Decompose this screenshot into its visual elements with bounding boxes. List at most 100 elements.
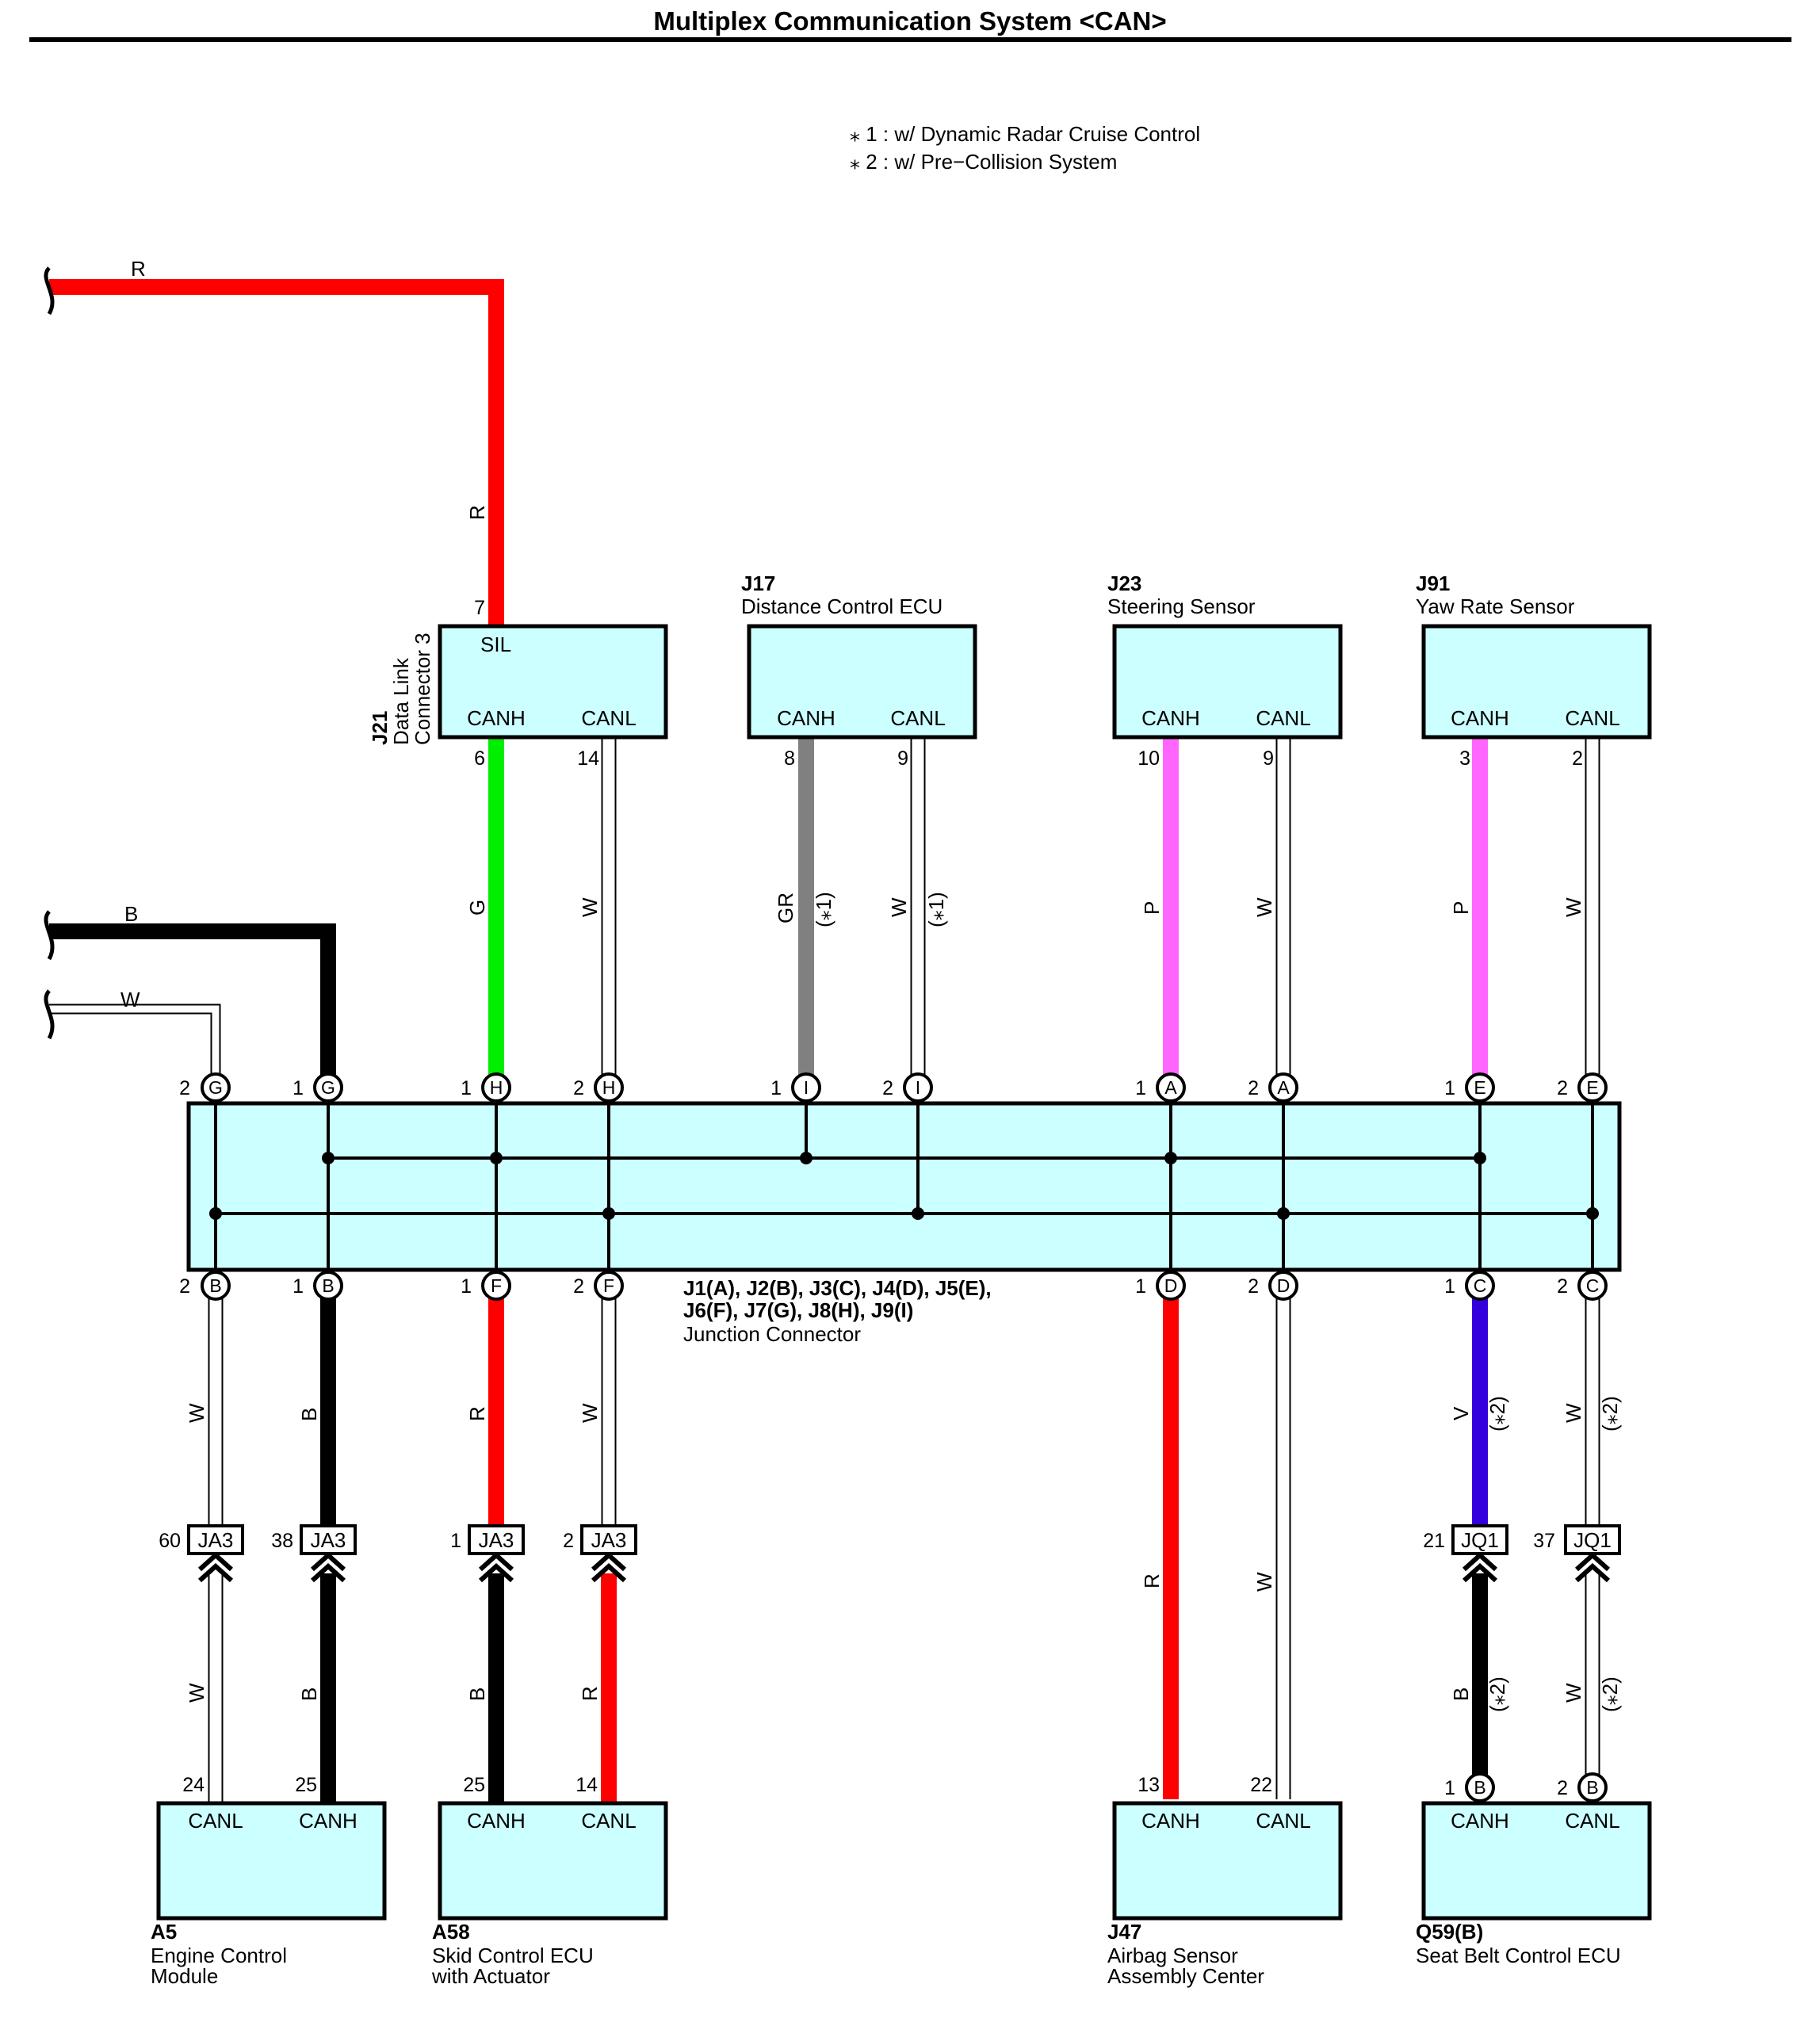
svg-text:2: 2 — [573, 1275, 584, 1298]
wire-r-top — [49, 279, 504, 626]
bottom-node-d1: D1 — [1135, 1271, 1186, 1301]
svg-text:1: 1 — [770, 1077, 782, 1099]
svg-text:C: C — [1586, 1275, 1600, 1296]
svg-text:2: 2 — [563, 1530, 574, 1552]
svg-text:21: 21 — [1423, 1530, 1445, 1552]
j47-pin-canh: 13 — [1138, 1774, 1160, 1796]
j47-box — [1112, 1801, 1343, 1921]
j47-name-line2: Assembly Center — [1107, 1964, 1264, 1988]
wire-label-w-c2: W — [1562, 1403, 1585, 1423]
svg-text:1: 1 — [461, 1077, 472, 1099]
inline-connector-jq1-37: JQ1 37 — [1533, 1524, 1621, 1583]
a5-name-line2: Module — [151, 1964, 218, 1988]
q59-canh-label: CANH — [1451, 1809, 1509, 1833]
wire-note-j17-canh: (⁎1) — [812, 892, 835, 927]
svg-text:1: 1 — [1444, 1275, 1455, 1298]
wire-label-p-j23: P — [1140, 901, 1164, 915]
svg-text:JA3: JA3 — [479, 1528, 514, 1552]
wire-label-w-j91: W — [1562, 897, 1585, 917]
svg-text:1: 1 — [292, 1077, 304, 1099]
j21-canh-label: CANH — [467, 706, 526, 730]
wire-label-b-top: B — [124, 902, 138, 926]
svg-text:2: 2 — [882, 1077, 893, 1099]
a58-code: A58 — [432, 1920, 470, 1944]
q59-node-canh: B 1 — [1444, 1772, 1495, 1802]
a58-canh-label: CANH — [467, 1809, 526, 1833]
j47-canl-label: CANL — [1256, 1809, 1310, 1833]
j17-name: Distance Control ECU — [741, 594, 942, 618]
wire-label-r-a58: R — [578, 1686, 602, 1701]
j47-name-line1: Airbag Sensor — [1107, 1944, 1238, 1967]
j47-code: J47 — [1107, 1920, 1141, 1944]
wire-label-gr-j17: GR — [774, 893, 797, 923]
svg-text:1: 1 — [1135, 1077, 1146, 1099]
svg-text:B: B — [209, 1275, 221, 1296]
j47-pin-canl: 22 — [1250, 1774, 1272, 1796]
svg-text:H: H — [602, 1077, 616, 1098]
top-node-a2: A2 — [1248, 1072, 1298, 1103]
a58-canl-label: CANL — [581, 1809, 636, 1833]
j47-canh-label: CANH — [1141, 1809, 1200, 1833]
a58-name-line1: Skid Control ECU — [432, 1944, 594, 1967]
inline-connector-ja3-38: JA3 38 — [271, 1524, 357, 1583]
svg-text:1: 1 — [1444, 1777, 1455, 1799]
svg-text:2: 2 — [1557, 1077, 1568, 1099]
j23-box — [1112, 624, 1343, 740]
svg-text:I: I — [916, 1077, 920, 1098]
inline-connector-ja3-60: JA3 60 — [159, 1524, 244, 1583]
svg-text:38: 38 — [271, 1530, 293, 1552]
j17-pin-canl: 9 — [897, 747, 908, 770]
bottom-node-c1: C1 — [1444, 1271, 1495, 1301]
junction-internal-lines — [214, 1103, 1594, 1270]
wire-label-p-j91: P — [1449, 901, 1473, 915]
j91-canh-label: CANH — [1451, 706, 1509, 730]
top-node-h2: H2 — [573, 1072, 624, 1103]
j21-sil-label: SIL — [480, 633, 511, 656]
wire-label-b-a5: B — [297, 1688, 321, 1701]
j91-pin-canh: 3 — [1459, 747, 1470, 770]
a58-pin-canh: 25 — [463, 1774, 485, 1796]
svg-text:I: I — [804, 1077, 809, 1098]
a5-box — [156, 1801, 387, 1921]
bottom-node-b2: B2 — [179, 1271, 231, 1301]
wire-label-w-j17: W — [887, 897, 911, 917]
wire-label-r-d1: R — [1140, 1573, 1164, 1588]
wire-label-w-b2: W — [185, 1403, 208, 1423]
inline-connector-ja3-2: JA3 2 — [563, 1524, 637, 1583]
q59-canl-label: CANL — [1565, 1809, 1619, 1833]
svg-text:2: 2 — [1557, 1777, 1568, 1799]
j91-box — [1421, 624, 1652, 740]
svg-text:2: 2 — [179, 1077, 190, 1099]
junction-label-line2: J6(F), J7(G), J8(H), J9(I) — [683, 1298, 913, 1322]
svg-text:D: D — [1164, 1275, 1178, 1296]
q59-node-canl: B 2 — [1557, 1772, 1608, 1802]
svg-text:E: E — [1586, 1077, 1598, 1098]
j21-label-group: J21 Data Link Connector 3 — [368, 633, 434, 745]
junction-splice-dots — [209, 1152, 1599, 1220]
wire-w-top-outline — [49, 1003, 221, 1088]
wire-label-w-d2: W — [1252, 1572, 1276, 1592]
wire-label-w-top: W — [120, 988, 140, 1011]
svg-text:37: 37 — [1533, 1530, 1555, 1552]
svg-text:A: A — [1164, 1077, 1177, 1098]
j23-canl-label: CANL — [1256, 706, 1310, 730]
svg-text:A: A — [1277, 1077, 1290, 1098]
note-2: ⁎ 2 : w/ Pre−Collision System — [850, 150, 1117, 174]
j21-box — [438, 624, 668, 740]
j23-code: J23 — [1107, 571, 1141, 595]
bottom-node-d2: D2 — [1248, 1271, 1298, 1301]
svg-text:2: 2 — [573, 1077, 584, 1099]
j17-canl-label: CANL — [890, 706, 945, 730]
a5-code: A5 — [151, 1920, 177, 1944]
harness-break-b — [44, 910, 55, 961]
j17-code: J17 — [741, 571, 775, 595]
wire-label-r-top: R — [131, 257, 146, 281]
j21-pin-sil: 7 — [474, 597, 485, 619]
svg-text:D: D — [1277, 1275, 1290, 1296]
top-node-e2: E2 — [1557, 1072, 1608, 1103]
bottom-node-f1: F1 — [461, 1271, 511, 1301]
page-title: Multiplex Communication System <CAN> — [653, 6, 1166, 36]
top-node-g1: G1 — [292, 1072, 343, 1103]
a5-pin-canh: 25 — [295, 1774, 317, 1796]
q59-name: Seat Belt Control ECU — [1416, 1944, 1621, 1967]
